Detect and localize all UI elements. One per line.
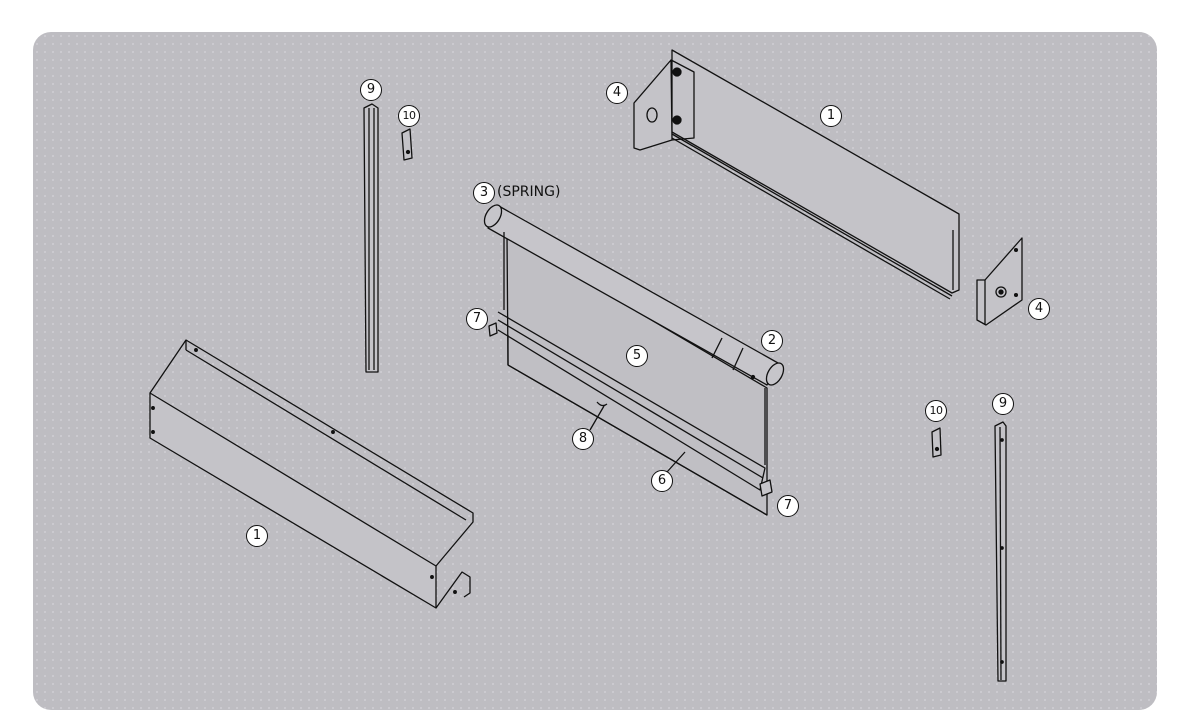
callout-fascia-bottom: 1 [246,525,268,547]
fascia-top [671,49,960,300]
spring-note: (SPRING) [497,184,561,200]
bracket-right [976,237,1023,326]
callout-fascia-top: 1 [820,105,842,127]
roller-shade [483,204,785,516]
bracket-left [633,59,695,151]
callout-bottom-bar: 6 [651,470,673,492]
callout-bracket-right: 4 [1028,298,1050,320]
side-rail-left [363,103,379,373]
callout-end-cap-right: 7 [777,495,799,517]
fascia-channel-bottom [149,339,474,609]
callout-end-cap-left: 7 [466,308,488,330]
callout-fabric: 5 [626,345,648,367]
callout-spring-roller: 3 [473,182,495,204]
callout-clip-left: 10 [398,105,420,127]
callout-idler: 2 [761,330,783,352]
callout-pull: 8 [572,428,594,450]
side-rail-right [994,421,1007,682]
callout-bracket-left: 4 [606,82,628,104]
callout-rail-left: 9 [360,79,382,101]
clip-right [931,427,942,458]
clip-left [401,128,413,161]
callout-clip-right: 10 [925,400,947,422]
callout-rail-right: 9 [992,393,1014,415]
